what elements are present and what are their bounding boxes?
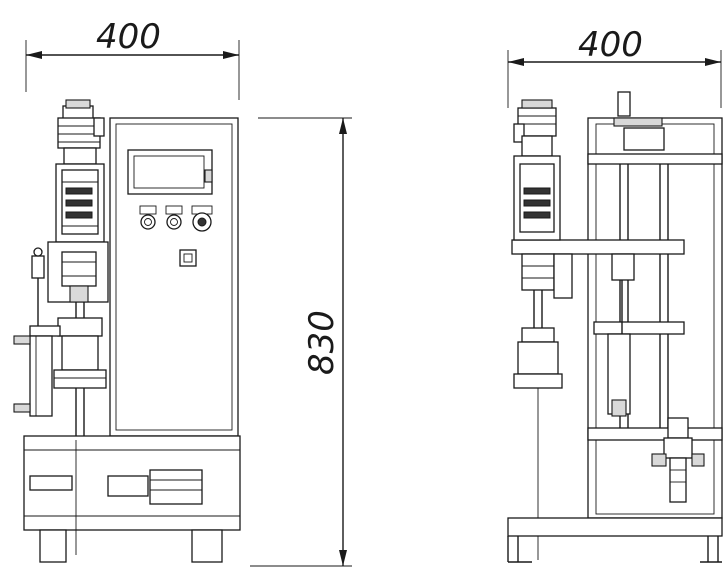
front-width-label: 400 xyxy=(96,17,161,57)
front-height-label: 830 xyxy=(302,310,342,375)
display-panel xyxy=(127,149,213,195)
front-height-dimension: 830 xyxy=(250,117,352,567)
side-actuator-column xyxy=(513,99,573,560)
side-view: 400 xyxy=(507,25,723,563)
front-width-dimension: 400 xyxy=(25,17,240,100)
switch-box xyxy=(179,249,197,267)
side-base xyxy=(507,517,723,563)
front-view: 400 830 xyxy=(13,17,352,567)
side-width-label: 400 xyxy=(578,25,643,65)
side-frame xyxy=(511,91,723,519)
actuator-column xyxy=(13,99,109,440)
machine-base xyxy=(23,435,241,563)
control-knobs xyxy=(139,205,213,232)
side-width-dimension: 400 xyxy=(507,25,722,108)
control-cabinet xyxy=(109,117,239,437)
